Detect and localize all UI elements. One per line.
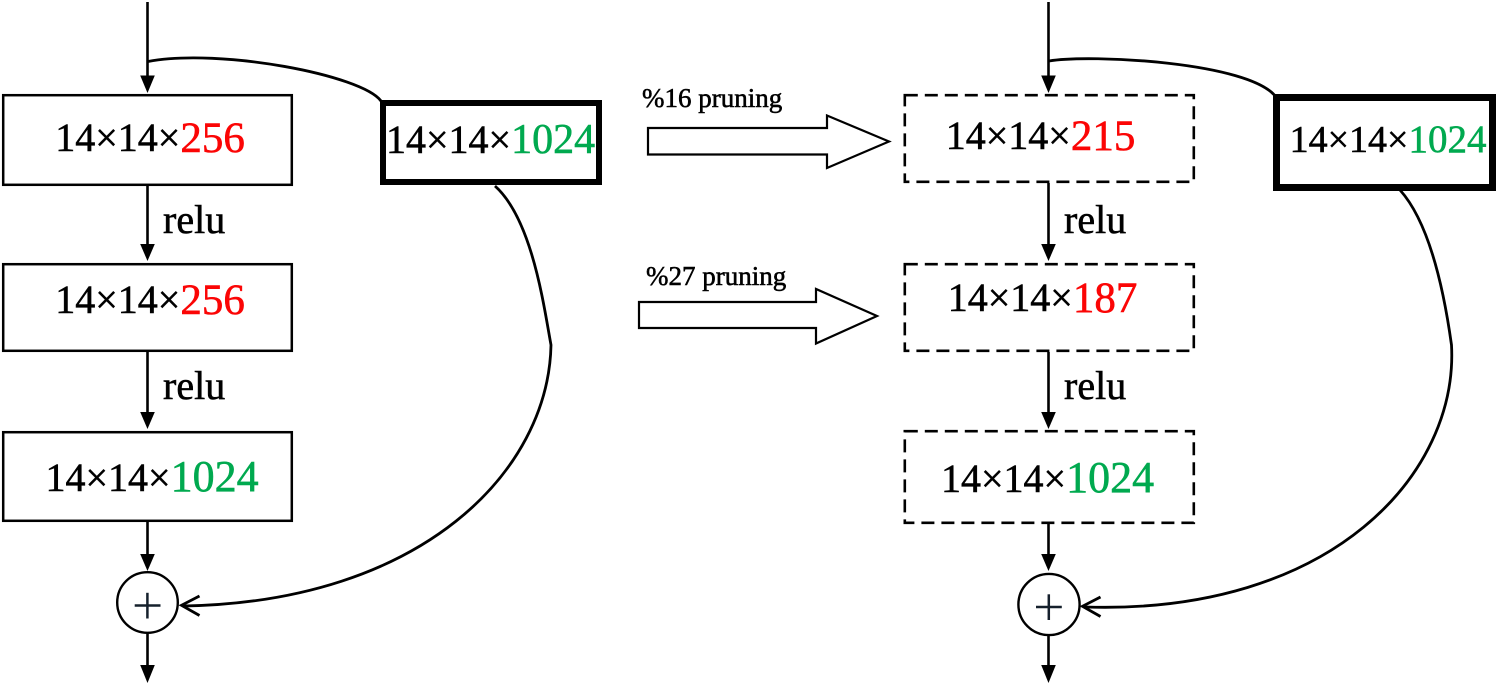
svg-text:relu: relu [1064, 363, 1126, 408]
svg-text:14×14×256: 14×14×256 [55, 115, 245, 162]
svg-text:%16 pruning: %16 pruning [642, 83, 782, 113]
svg-text:relu: relu [1064, 197, 1126, 242]
svg-text:14×14×256: 14×14×256 [55, 277, 245, 324]
svg-text:14×14×1024: 14×14×1024 [45, 452, 258, 501]
svg-text:14×14×1024: 14×14×1024 [386, 117, 595, 163]
svg-text:relu: relu [163, 197, 225, 242]
svg-text:relu: relu [163, 363, 225, 408]
svg-text:14×14×1024: 14×14×1024 [941, 453, 1154, 502]
svg-text:%27 pruning: %27 pruning [646, 261, 786, 291]
svg-text:14×14×1024: 14×14×1024 [1290, 118, 1487, 161]
svg-text:14×14×187: 14×14×187 [948, 275, 1138, 322]
svg-text:14×14×215: 14×14×215 [946, 113, 1136, 160]
